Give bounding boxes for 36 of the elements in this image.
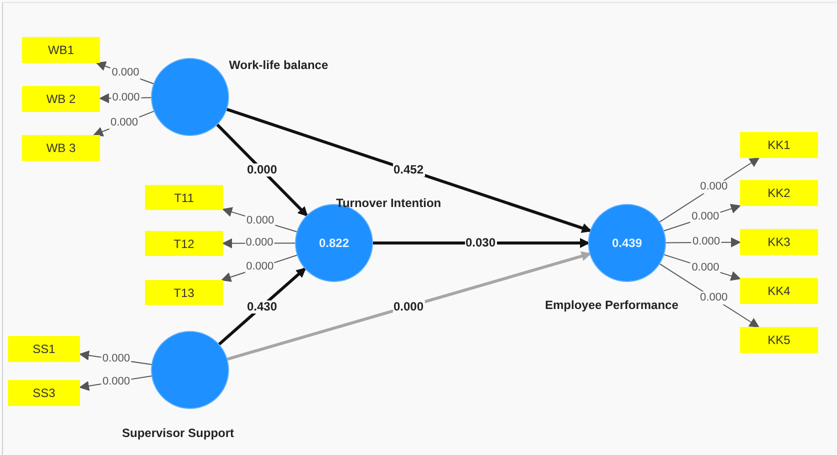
edge-label: 0.430 — [246, 300, 278, 313]
construct-label: Employee Performance — [545, 298, 678, 312]
indicator-box: KK4 — [740, 278, 818, 304]
arrow — [216, 123, 308, 217]
indicator-box: T12 — [145, 231, 223, 256]
edge-label: 0.000 — [110, 116, 140, 130]
edge-label: 0.000 — [110, 66, 140, 80]
indicator-box: KK3 — [740, 229, 818, 255]
indicator-box: KK1 — [740, 132, 818, 158]
edge-label: 0.452 — [392, 164, 425, 176]
arrow — [226, 108, 592, 233]
indicator-box: T13 — [145, 280, 223, 305]
arrow — [226, 251, 592, 361]
arrow — [218, 267, 306, 346]
edge-label: 0.000 — [690, 210, 720, 224]
construct-label: Work-life balance — [229, 58, 328, 72]
edge-label: 0.000 — [690, 261, 720, 274]
edge-label: 0.000 — [392, 300, 425, 313]
indicator-box: SS1 — [8, 336, 80, 362]
construct-label: Supervisor Support — [122, 426, 234, 440]
r-squared-value: 0.439 — [612, 236, 642, 250]
edge-label: 0.000 — [245, 260, 275, 274]
indicator-box: SS3 — [8, 380, 80, 406]
construct-label: Turnover Intention — [336, 196, 442, 210]
edge-label: 0.000 — [699, 292, 729, 305]
indicator-box: T11 — [145, 185, 223, 210]
indicator-box: KK5 — [740, 327, 818, 353]
indicator-box: WB 3 — [22, 135, 100, 161]
r-squared-value: 0.822 — [318, 236, 350, 250]
edge-label: 0.030 — [464, 236, 497, 250]
indicator-box: WB 2 — [22, 86, 100, 112]
indicator-box: KK2 — [740, 180, 818, 206]
edge-label: 0.000 — [246, 214, 276, 228]
edge-label: 0.000 — [699, 180, 729, 194]
indicator-box: WB1 — [22, 37, 100, 63]
edge-label: 0.000 — [246, 164, 278, 176]
